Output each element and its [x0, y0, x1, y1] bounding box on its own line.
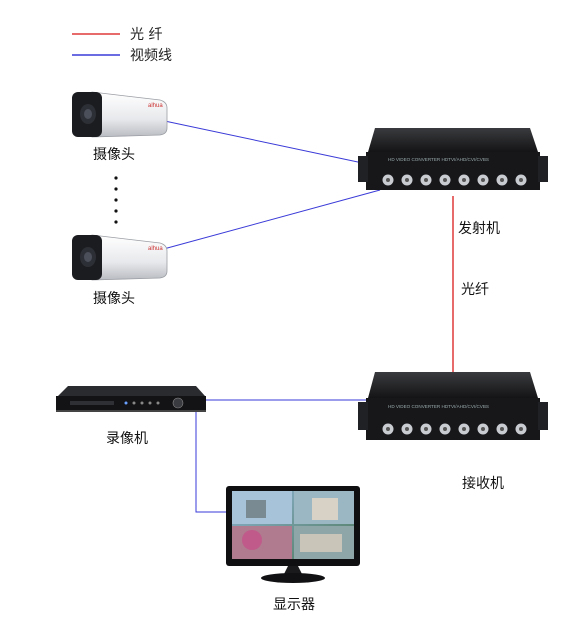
receiver[interactable]: HD VIDEO CONVERTER HDTVI/AHD/CVI/CVBS 接收… — [358, 372, 548, 492]
transmitter-panel-text: HD VIDEO CONVERTER HDTVI/AHD/CVI/CVBS — [388, 157, 489, 162]
video-link-camera-top — [159, 119, 373, 166]
legend: 光 纤 视频线 — [72, 27, 172, 64]
camera-bottom-label: 摄像头 — [93, 291, 135, 307]
legend-video-label: 视频线 — [130, 48, 172, 64]
legend-fiber-label: 光 纤 — [130, 27, 162, 43]
fiber-link-label: 光纤 — [461, 282, 489, 298]
recorder[interactable]: 录像机 — [56, 386, 206, 447]
camera-brand-mark: alhua — [148, 103, 163, 109]
camera-icon: alhua — [72, 234, 168, 281]
bnc-ports — [382, 174, 527, 186]
monitor-icon — [226, 486, 360, 583]
camera-bottom[interactable]: alhua 摄像头 — [72, 234, 168, 307]
bnc-ports — [382, 423, 527, 435]
video-link-monitor — [195, 412, 230, 513]
fiber-converter-icon: HD VIDEO CONVERTER HDTVI/AHD/CVI/CVBS — [358, 128, 548, 190]
camera-brand-mark: alhua — [148, 246, 163, 252]
camera-top-label: 摄像头 — [93, 147, 135, 163]
video-link-camera-bottom — [159, 189, 381, 251]
camera-icon: alhua — [72, 91, 168, 138]
transmitter[interactable]: HD VIDEO CONVERTER HDTVI/AHD/CVI/CVBS 发射… — [358, 128, 548, 237]
connections — [159, 119, 454, 513]
fiber-converter-icon: HD VIDEO CONVERTER HDTVI/AHD/CVI/CVBS — [358, 372, 548, 440]
monitor[interactable]: 显示器 — [226, 486, 360, 613]
ellipsis-dots — [114, 176, 118, 224]
monitor-label: 显示器 — [273, 597, 315, 613]
dvr-icon — [56, 386, 206, 412]
receiver-label: 接收机 — [462, 475, 504, 492]
recorder-label: 录像机 — [106, 431, 148, 447]
transmitter-label: 发射机 — [458, 221, 500, 237]
camera-top[interactable]: alhua 摄像头 — [72, 91, 168, 163]
receiver-panel-text: HD VIDEO CONVERTER HDTVI/AHD/CVI/CVBS — [388, 404, 489, 409]
